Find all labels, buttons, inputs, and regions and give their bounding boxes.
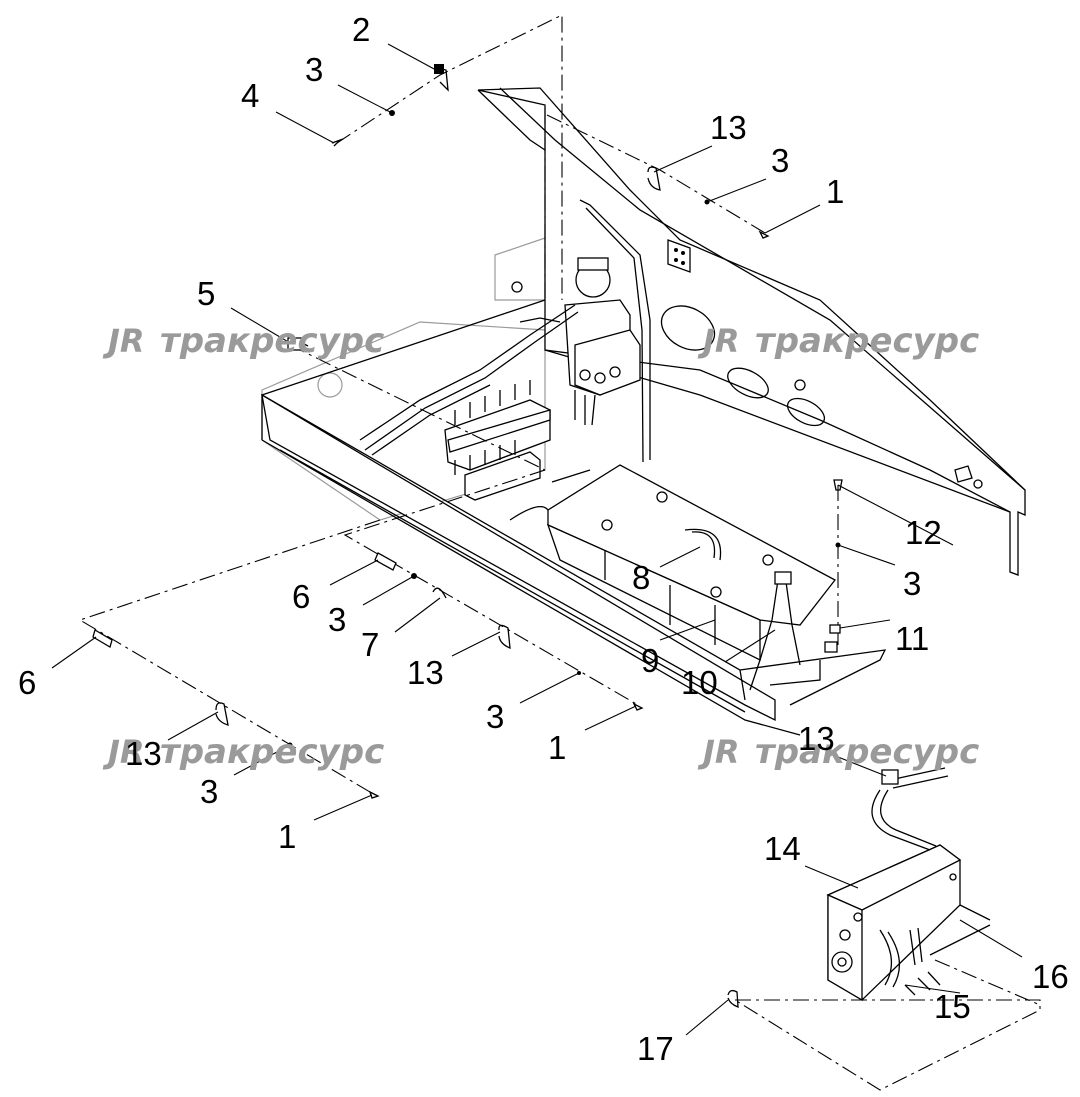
watermark-text: тракресурс [160, 732, 384, 772]
watermark: JR тракресурс [697, 732, 979, 772]
callout-label: 7 [361, 626, 379, 663]
callout-label: 1 [548, 729, 566, 766]
watermark-text: тракресурс [755, 732, 979, 772]
callout-label: 9 [641, 642, 659, 679]
callout-label: 14 [764, 830, 801, 867]
callout-label: 3 [771, 142, 789, 179]
inclined-beam [477, 87, 1026, 576]
watermark-text: тракресурс [755, 321, 979, 361]
watermark-text: тракресурс [160, 321, 384, 361]
callout-label: 13 [710, 109, 747, 146]
callout-label: 4 [241, 77, 259, 114]
valve-block [564, 199, 651, 463]
watermark-logo: JR [697, 733, 740, 771]
callout-label: 1 [826, 173, 844, 210]
watermark-logo: JR [697, 322, 740, 360]
callout-label: 13 [798, 720, 835, 757]
leader-lines [51, 43, 1023, 1036]
callout-label: 8 [632, 559, 650, 596]
callout-label: 13 [125, 735, 162, 772]
callout-label: 5 [197, 275, 215, 312]
callout-label: 16 [1032, 958, 1069, 995]
callout-label: 3 [328, 601, 346, 638]
callout-label: 3 [200, 773, 218, 810]
callout-label: 3 [486, 698, 504, 735]
assembly-centerlines [78, 14, 1041, 1091]
watermark-logo: JR [102, 733, 145, 771]
callout-label: 6 [18, 664, 36, 701]
callout-label: 3 [305, 51, 323, 88]
callout-label: 11 [895, 620, 929, 657]
battery-box [509, 464, 836, 691]
callout-label: 2 [352, 11, 370, 48]
watermark: JR тракресурс [102, 321, 384, 361]
callout-label: 3 [903, 565, 921, 602]
distribution-manifold [359, 304, 579, 501]
watermark-logo: JR [102, 322, 145, 360]
callout-label: 15 [934, 988, 971, 1025]
callout-label: 10 [681, 664, 718, 701]
callout-label: 6 [292, 578, 310, 615]
callout-label: 13 [407, 654, 444, 691]
hydraulic-tank [826, 767, 991, 1002]
callout-label: 12 [905, 514, 942, 551]
main-frame-rail [261, 299, 887, 736]
callout-label: 1 [278, 818, 296, 855]
callout-labels: 2 3 4 13 3 1 5 12 3 11 8 9 10 6 3 7 13 3… [18, 11, 1069, 1067]
watermark: JR тракресурс [697, 321, 979, 361]
callout-label: 17 [637, 1030, 674, 1067]
watermark: JR тракресурс [102, 732, 384, 772]
